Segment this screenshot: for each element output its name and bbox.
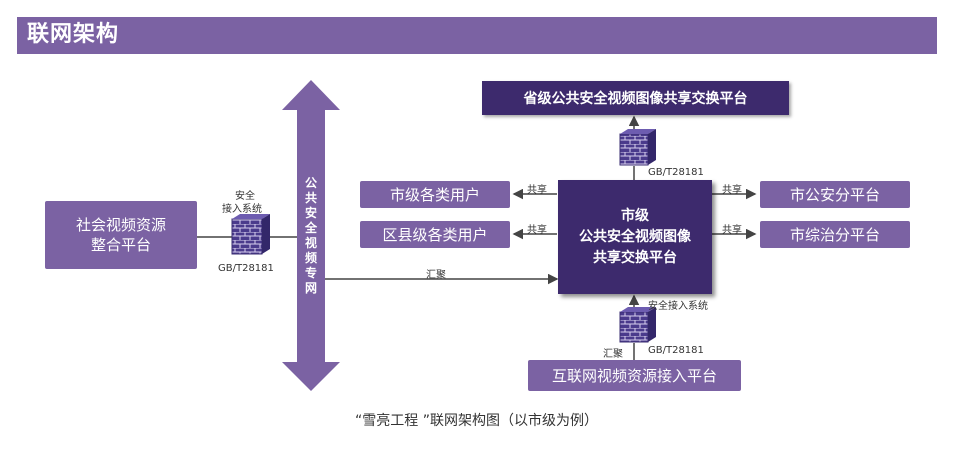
firewall-icon-left	[231, 214, 270, 255]
city-users-box: 市级各类用户	[360, 181, 510, 208]
gb-label-bottom: GB/T28181	[648, 345, 704, 356]
social-platform-line1: 社会视频资源	[75, 216, 166, 234]
provincial-platform-box: 省级公共安全视频图像共享交换平台	[482, 81, 789, 115]
gb-label-left: GB/T28181	[218, 263, 274, 274]
secure-access-label-left-1: 安全	[235, 191, 255, 202]
district-users-box: 区县级各类用户	[360, 221, 510, 248]
firewall-icon-top	[619, 129, 656, 166]
social-video-platform-box: 社会视频资源 整合平台	[45, 201, 197, 269]
core-line1: 市级	[621, 207, 649, 224]
share-label-district-users: 共享	[527, 225, 547, 236]
city-police-platform-box: 市公安分平台	[760, 181, 910, 208]
share-label-city-users: 共享	[527, 185, 547, 196]
aggregate-label-bottom: 汇聚	[603, 349, 623, 360]
secure-access-label-bottom: 安全接入系统	[648, 301, 708, 312]
city-core-platform-box: 市级 公共安全视频图像 共享交换平台	[558, 180, 712, 294]
firewall-icon-bottom	[619, 307, 656, 343]
share-label-police: 共享	[722, 185, 742, 196]
social-platform-line2: 整合平台	[90, 236, 151, 254]
section-header: 联网架构	[17, 17, 937, 54]
secure-access-label-left-2: 接入系统	[222, 204, 262, 215]
city-governance-platform-box: 市综治分平台	[760, 221, 910, 248]
private-network-double-arrow	[282, 80, 340, 391]
figure-caption: “雪亮工程 ”联网架构图（以市级为例）	[355, 413, 598, 429]
share-label-governance: 共享	[722, 225, 742, 236]
private-network-label: 公共安全视频专网	[304, 176, 317, 295]
page-title: 联网架构	[27, 22, 120, 47]
gb-label-top: GB/T28181	[648, 167, 704, 178]
core-line2: 公共安全视频图像	[579, 228, 691, 245]
aggregate-label-mid: 汇聚	[426, 270, 446, 281]
internet-access-platform-box: 互联网视频资源接入平台	[528, 360, 741, 391]
core-line3: 共享交换平台	[593, 249, 677, 266]
